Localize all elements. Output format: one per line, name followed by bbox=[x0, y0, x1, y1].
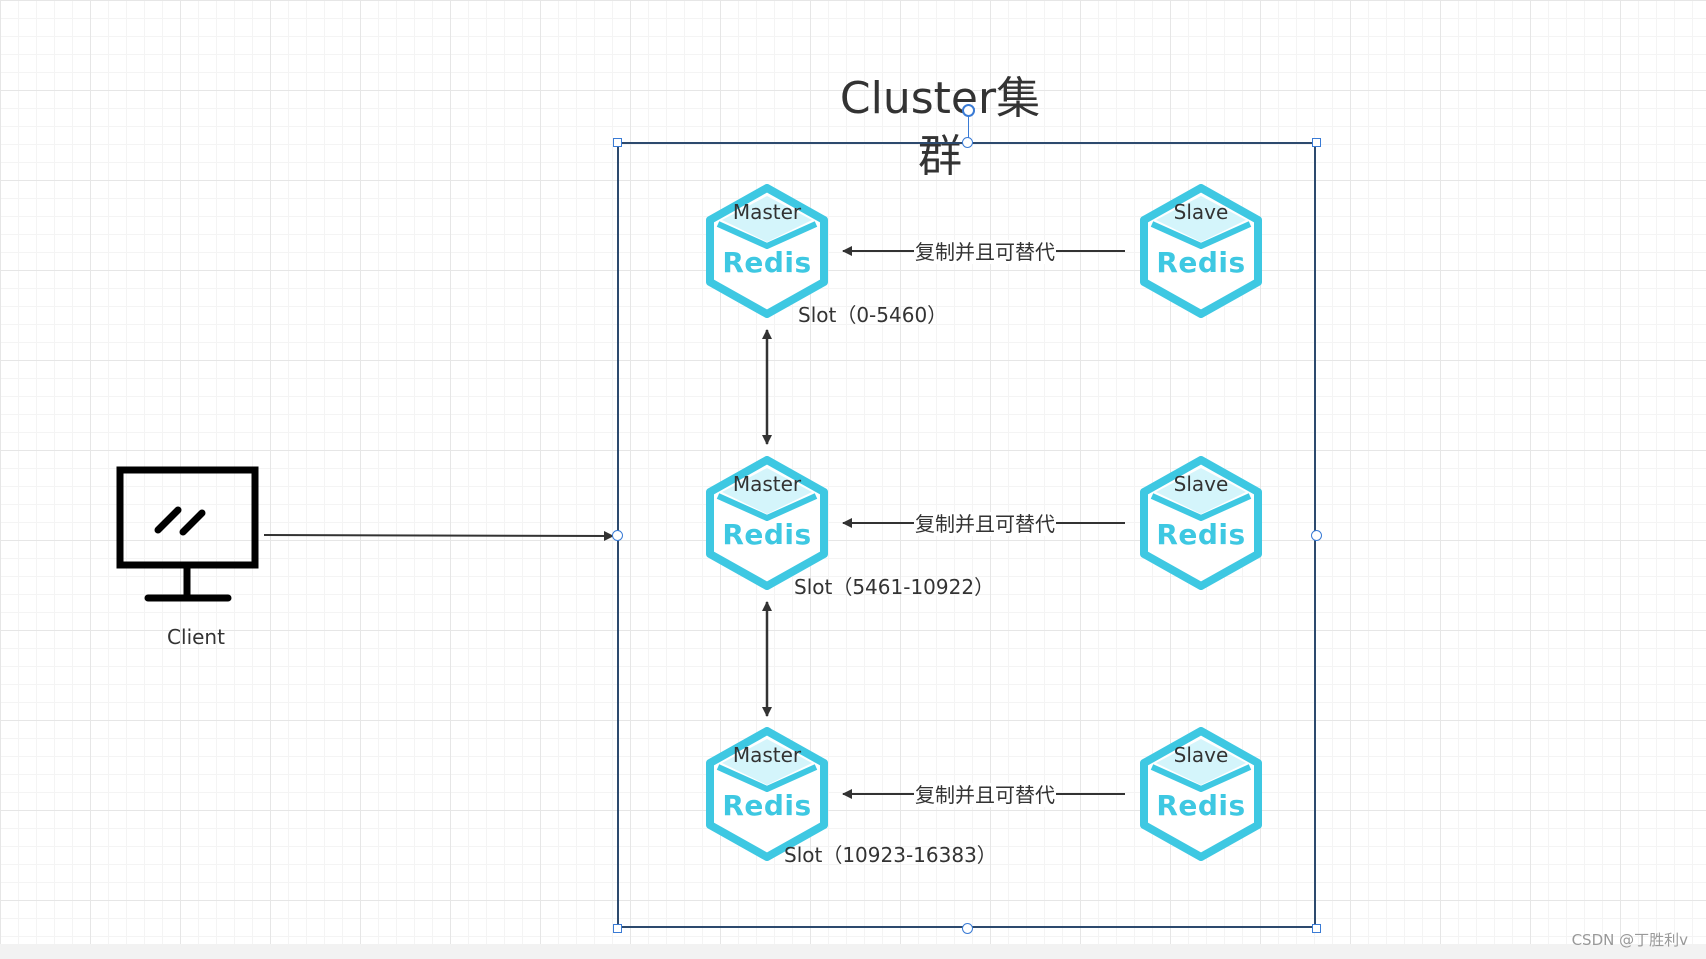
rotation-line bbox=[968, 112, 969, 140]
watermark: CSDN @丁胜利v bbox=[1571, 931, 1688, 949]
resize-handle-bottom-right[interactable] bbox=[1312, 924, 1321, 933]
slot-label-1: Slot（0-5460） bbox=[798, 303, 948, 327]
node-role-label: Slave bbox=[1173, 200, 1229, 224]
client-node[interactable] bbox=[116, 466, 261, 606]
redis-hexagon-icon bbox=[706, 184, 828, 318]
redis-hexagon-icon bbox=[706, 727, 828, 861]
node-role-label: Slave bbox=[1173, 472, 1229, 496]
monitor-icon bbox=[116, 466, 259, 602]
connection-point-left[interactable] bbox=[612, 530, 623, 541]
client-to-cluster-arrow[interactable] bbox=[263, 530, 614, 541]
replication-label-3: 复制并且可替代 bbox=[914, 783, 1056, 807]
connection-point-bottom[interactable] bbox=[962, 923, 973, 934]
node-role-label: Slave bbox=[1173, 743, 1229, 767]
canvas-bottom-bar bbox=[0, 944, 1706, 959]
redis-hexagon-icon bbox=[1140, 727, 1262, 861]
node-brand-label: Redis bbox=[1156, 789, 1246, 822]
client-label: Client bbox=[167, 625, 225, 649]
master-node-3[interactable]: Master Redis bbox=[704, 727, 830, 861]
replication-label-2: 复制并且可替代 bbox=[914, 512, 1056, 536]
redis-hexagon-icon bbox=[1140, 456, 1262, 590]
node-brand-label: Redis bbox=[722, 518, 812, 551]
diagram-title[interactable]: Cluster集群 bbox=[839, 73, 1041, 182]
master-node-2[interactable]: Master Redis bbox=[704, 456, 830, 590]
slot-label-2: Slot（5461-10922） bbox=[794, 575, 995, 599]
slave-node-1[interactable]: Slave Redis bbox=[1138, 184, 1264, 318]
replication-label-1: 复制并且可替代 bbox=[914, 240, 1056, 264]
redis-hexagon-icon bbox=[1140, 184, 1262, 318]
node-role-label: Master bbox=[732, 472, 802, 496]
redis-hexagon-icon bbox=[706, 456, 828, 590]
slot-label-3: Slot（10923-16383） bbox=[784, 843, 997, 867]
node-brand-label: Redis bbox=[722, 789, 812, 822]
resize-handle-top-right[interactable] bbox=[1312, 138, 1321, 147]
node-role-label: Master bbox=[732, 200, 802, 224]
node-brand-label: Redis bbox=[722, 246, 812, 279]
master-node-1[interactable]: Master Redis bbox=[704, 184, 830, 318]
slave-node-2[interactable]: Slave Redis bbox=[1138, 456, 1264, 590]
node-brand-label: Redis bbox=[1156, 246, 1246, 279]
resize-handle-bottom-left[interactable] bbox=[613, 924, 622, 933]
node-role-label: Master bbox=[732, 743, 802, 767]
rotate-handle[interactable] bbox=[962, 104, 975, 117]
resize-handle-top-left[interactable] bbox=[613, 138, 622, 147]
connection-point-top[interactable] bbox=[962, 137, 973, 148]
slave-node-3[interactable]: Slave Redis bbox=[1138, 727, 1264, 861]
node-brand-label: Redis bbox=[1156, 518, 1246, 551]
connection-point-right[interactable] bbox=[1311, 530, 1322, 541]
